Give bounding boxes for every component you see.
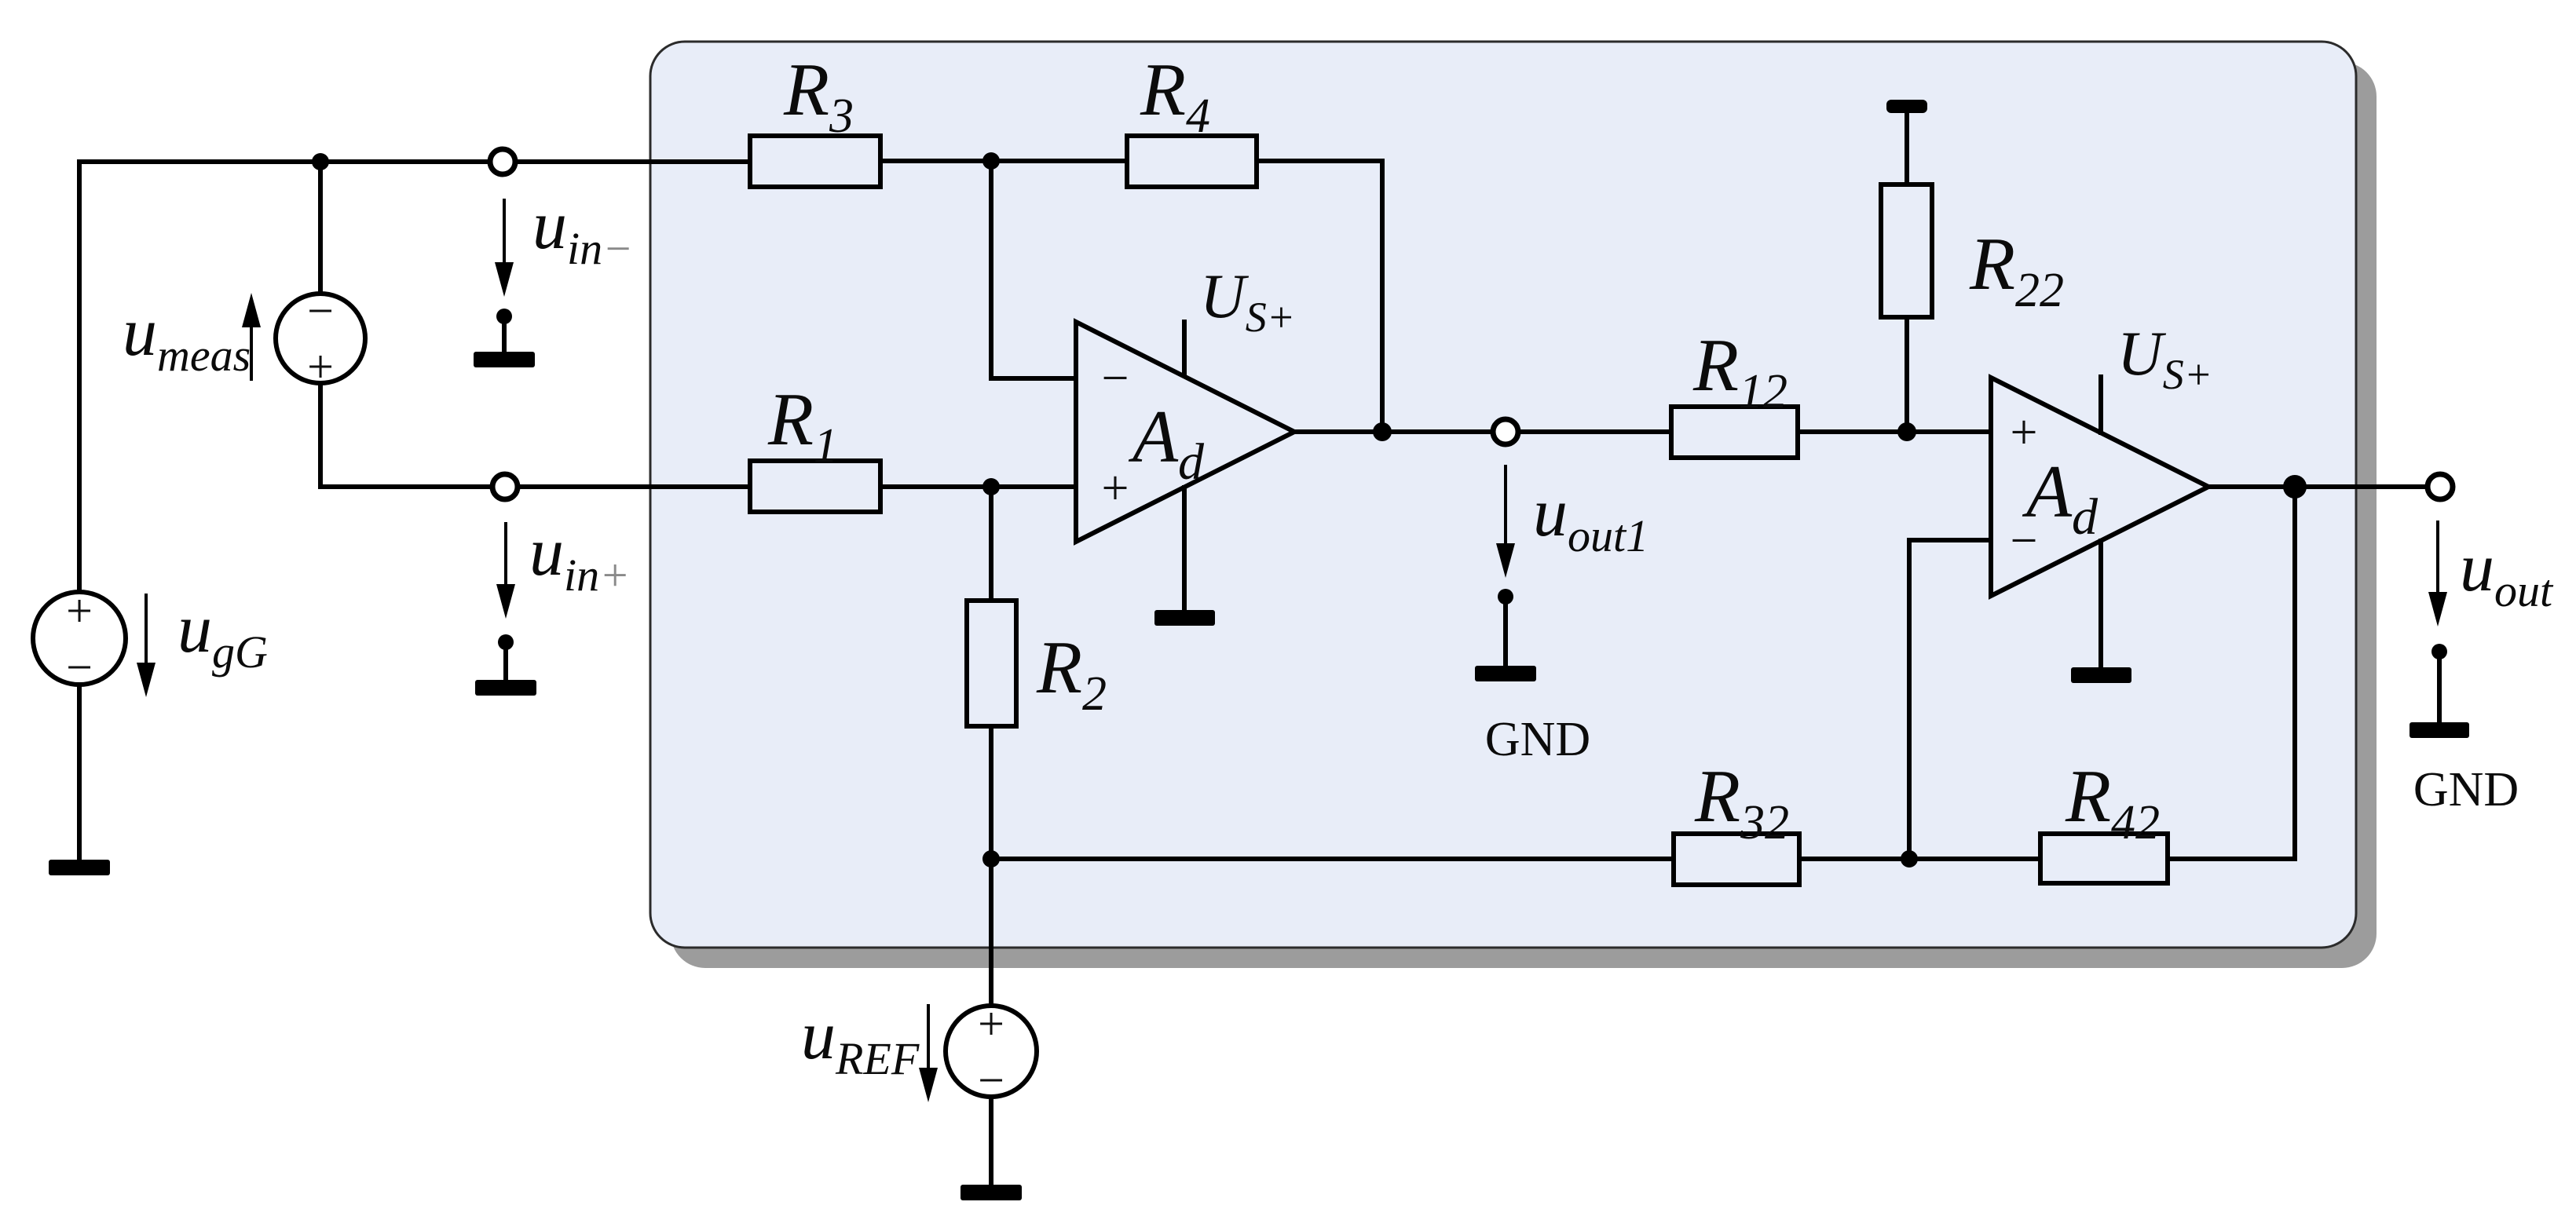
- r3-label: R3: [783, 48, 854, 143]
- resistor-r4: [1125, 133, 1259, 189]
- resistor-r2: [964, 598, 1019, 729]
- ground-uin-plus: [475, 634, 536, 696]
- opamp1-supply-label: US+: [1200, 262, 1295, 341]
- umeas-bottom-sign: +: [307, 341, 334, 393]
- junction-dot: [1901, 850, 1918, 868]
- r4-label: R4: [1140, 48, 1210, 143]
- opamp2: + − Ad US+: [1989, 320, 2214, 600]
- wire-umeas-bottom: [318, 381, 495, 489]
- junction-dot: [1373, 422, 1392, 441]
- ground-uout: [2410, 644, 2469, 738]
- r32-label: R32: [1694, 754, 1789, 849]
- uin-plus-label: uin+: [529, 514, 630, 601]
- opamp2-triangle-icon: [1989, 374, 2214, 600]
- junction-dot: [312, 153, 329, 170]
- resistor-r42: [2038, 831, 2170, 886]
- resistors: [748, 100, 2170, 887]
- wire-to-opamp2-inverting: [1907, 538, 1993, 861]
- umeas-arrow-up-icon: [242, 293, 261, 327]
- uin-minus-arrow-icon: [495, 262, 514, 297]
- ground-uin-minus: [474, 309, 535, 367]
- ugg-bottom-sign: −: [66, 641, 93, 693]
- junction-dot: [1897, 422, 1916, 441]
- r22-label: R22: [1969, 222, 2064, 317]
- terminal-uout1-icon: [1490, 416, 1521, 447]
- source-ugg: + − ugG: [31, 585, 268, 697]
- wires: [77, 110, 2430, 1187]
- ugg-arrow-down-icon: [137, 663, 156, 697]
- junction-dot: [982, 850, 1000, 868]
- junction-dots: [312, 152, 2307, 868]
- opamp2-noninverting-sign: +: [2011, 406, 2038, 459]
- resistor-r3: [748, 133, 883, 189]
- opamp2-gain-label: Ad: [2022, 450, 2098, 546]
- uout1-arrow-icon: [1496, 543, 1515, 578]
- source-uref: + − uREF: [801, 998, 1039, 1106]
- terminal-uin-plus-icon: [489, 471, 521, 502]
- r1-label: R1: [767, 378, 838, 473]
- uref-bottom-sign: −: [978, 1054, 1004, 1106]
- opamp1-inverting-sign: −: [1102, 352, 1129, 405]
- r2-label: R2: [1036, 626, 1107, 721]
- ground-opamp1: [1154, 610, 1215, 626]
- resistor-r12: [1669, 404, 1800, 460]
- ground-uref: [961, 1185, 1022, 1200]
- ground-uout1: [1475, 589, 1536, 681]
- ugg-top-sign: +: [66, 585, 93, 637]
- resistor-r1: [748, 458, 883, 514]
- junction-dot: [982, 152, 1000, 170]
- opamp1-noninverting-sign: +: [1102, 462, 1129, 515]
- voltage-source-icon: [943, 1003, 1039, 1099]
- voltage-source-icon: [273, 291, 368, 385]
- uin-minus-annotation: uin−: [495, 188, 633, 297]
- uout-arrow-icon: [2428, 592, 2447, 626]
- opamp1-triangle-icon: [1074, 318, 1300, 546]
- uin-plus-annotation: uin+: [496, 514, 630, 619]
- uout1-label: uout1: [1533, 475, 1648, 561]
- opamp1-gain-label: Ad: [1128, 395, 1205, 491]
- opamp2-inverting-sign: −: [2011, 514, 2038, 568]
- uout1-annotation: uout1: [1496, 465, 1648, 578]
- opamp2-supply-label: US+: [2117, 320, 2212, 398]
- uout-label: uout: [2460, 530, 2554, 616]
- uref-arrow-down-icon: [919, 1068, 938, 1102]
- grounds: GND GND: [49, 309, 2519, 1200]
- supply-rail-tap-icon: [1886, 100, 1927, 113]
- uref-label: uREF: [801, 998, 920, 1084]
- terminal-uin-minus-icon: [487, 146, 518, 177]
- uref-top-sign: +: [978, 998, 1004, 1050]
- resistor-labels: R3 R4 R1 R2 R12 R22 R32 R42: [767, 48, 2160, 849]
- uout-annotation: uout: [2428, 521, 2554, 626]
- ground-ugg: [49, 860, 110, 875]
- junction-dot: [2283, 475, 2307, 499]
- signal-annotations: uin− uin+ uout1 uout: [495, 188, 2554, 626]
- umeas-top-sign: −: [307, 285, 334, 337]
- resistor-r22: [1879, 182, 1934, 320]
- ground-opamp2: [2071, 667, 2131, 683]
- gnd-label-right: GND: [2413, 763, 2519, 816]
- wire-to-opamp1-inverting: [989, 159, 1078, 381]
- junction-dot: [982, 478, 1000, 495]
- r12-label: R12: [1692, 323, 1787, 418]
- opamp1: − + Ad US+: [1074, 262, 1300, 546]
- source-umeas: − + umeas: [123, 285, 368, 393]
- uin-plus-arrow-icon: [496, 584, 515, 619]
- ugg-label: ugG: [177, 591, 268, 678]
- wire-r42-feedback-up: [2165, 484, 2297, 861]
- terminal-uout-icon: [2424, 471, 2456, 502]
- uin-minus-label: uin−: [532, 188, 633, 274]
- wire-r4-to-output-node: [1254, 159, 1385, 434]
- voltage-source-icon: [31, 590, 128, 687]
- r42-label: R42: [2065, 754, 2160, 849]
- gnd-label-mid: GND: [1485, 713, 1590, 766]
- resistor-r32: [1671, 831, 1802, 887]
- terminals: [487, 146, 2456, 502]
- umeas-label: umeas: [123, 294, 251, 381]
